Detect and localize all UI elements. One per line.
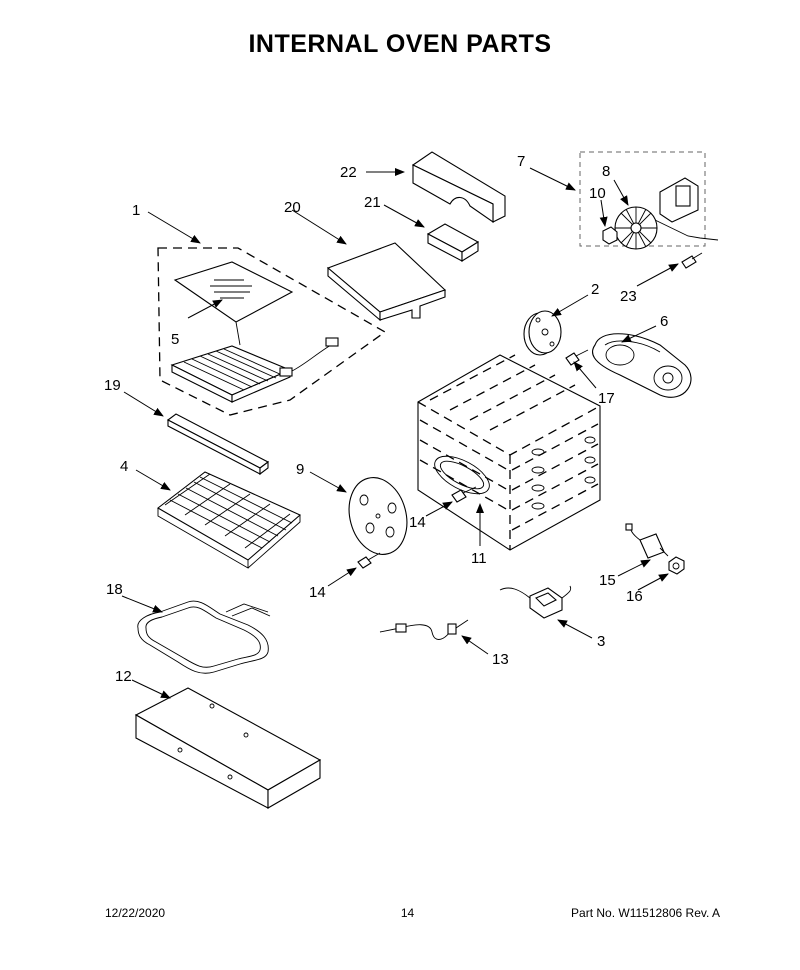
part-15-sensor — [625, 523, 669, 559]
part-21-bracket — [426, 223, 480, 262]
callout-13: 13 — [492, 651, 509, 668]
part-22-bracket — [411, 151, 506, 224]
part-9-disc — [348, 477, 408, 555]
callout-11: 11 — [471, 550, 487, 567]
callout-8: 8 — [602, 163, 610, 180]
part-12-drawer — [134, 687, 322, 809]
callout-17: 17 — [598, 390, 615, 407]
part-4-rack — [157, 471, 302, 569]
part-3-sensor-module — [499, 585, 572, 619]
callout-7: 7 — [517, 153, 525, 170]
part-1-assembly — [157, 247, 387, 416]
callout-4: 4 — [120, 458, 128, 475]
part-18-heating-element — [137, 600, 271, 674]
callout-12: 12 — [115, 668, 132, 685]
callout-23: 23 — [620, 288, 637, 305]
callout-18: 18 — [106, 581, 123, 598]
callout-3: 3 — [597, 633, 605, 650]
part-17-screw — [565, 349, 589, 366]
page-title: INTERNAL OVEN PARTS — [248, 30, 552, 58]
part-14-screw-center — [451, 486, 477, 503]
callout-9: 9 — [296, 461, 304, 478]
callout-22: 22 — [340, 164, 357, 181]
callout-10: 10 — [589, 185, 606, 202]
part-23-screw — [681, 252, 703, 269]
callout-14-center: 14 — [409, 514, 426, 531]
callout-21: 21 — [364, 194, 381, 211]
callout-19: 19 — [104, 377, 121, 394]
callout-arrows — [121, 167, 679, 699]
part-11-oven-cavity — [417, 354, 601, 551]
part-2-disc — [523, 310, 562, 356]
footer-date: 12/22/2020 — [105, 906, 166, 920]
part-20-cover — [326, 242, 447, 322]
part-7-fan-assembly — [579, 151, 719, 250]
callout-5: 5 — [171, 331, 179, 348]
part-19-bracket — [166, 413, 270, 476]
footer-part-number: Part No. W11512806 Rev. A — [571, 906, 720, 920]
part-14-screw-left — [357, 552, 381, 569]
callout-20: 20 — [284, 199, 301, 216]
callout-16: 16 — [626, 588, 643, 605]
part-6-fan-cover — [592, 333, 692, 398]
part-16-nut — [668, 556, 685, 575]
footer-page-number: 14 — [400, 906, 415, 920]
callout-6: 6 — [660, 313, 668, 330]
callout-14-left: 14 — [309, 584, 326, 601]
part-13-probe — [379, 619, 469, 640]
callout-15: 15 — [599, 572, 616, 589]
callout-2: 2 — [591, 281, 599, 298]
callout-1: 1 — [132, 202, 140, 219]
